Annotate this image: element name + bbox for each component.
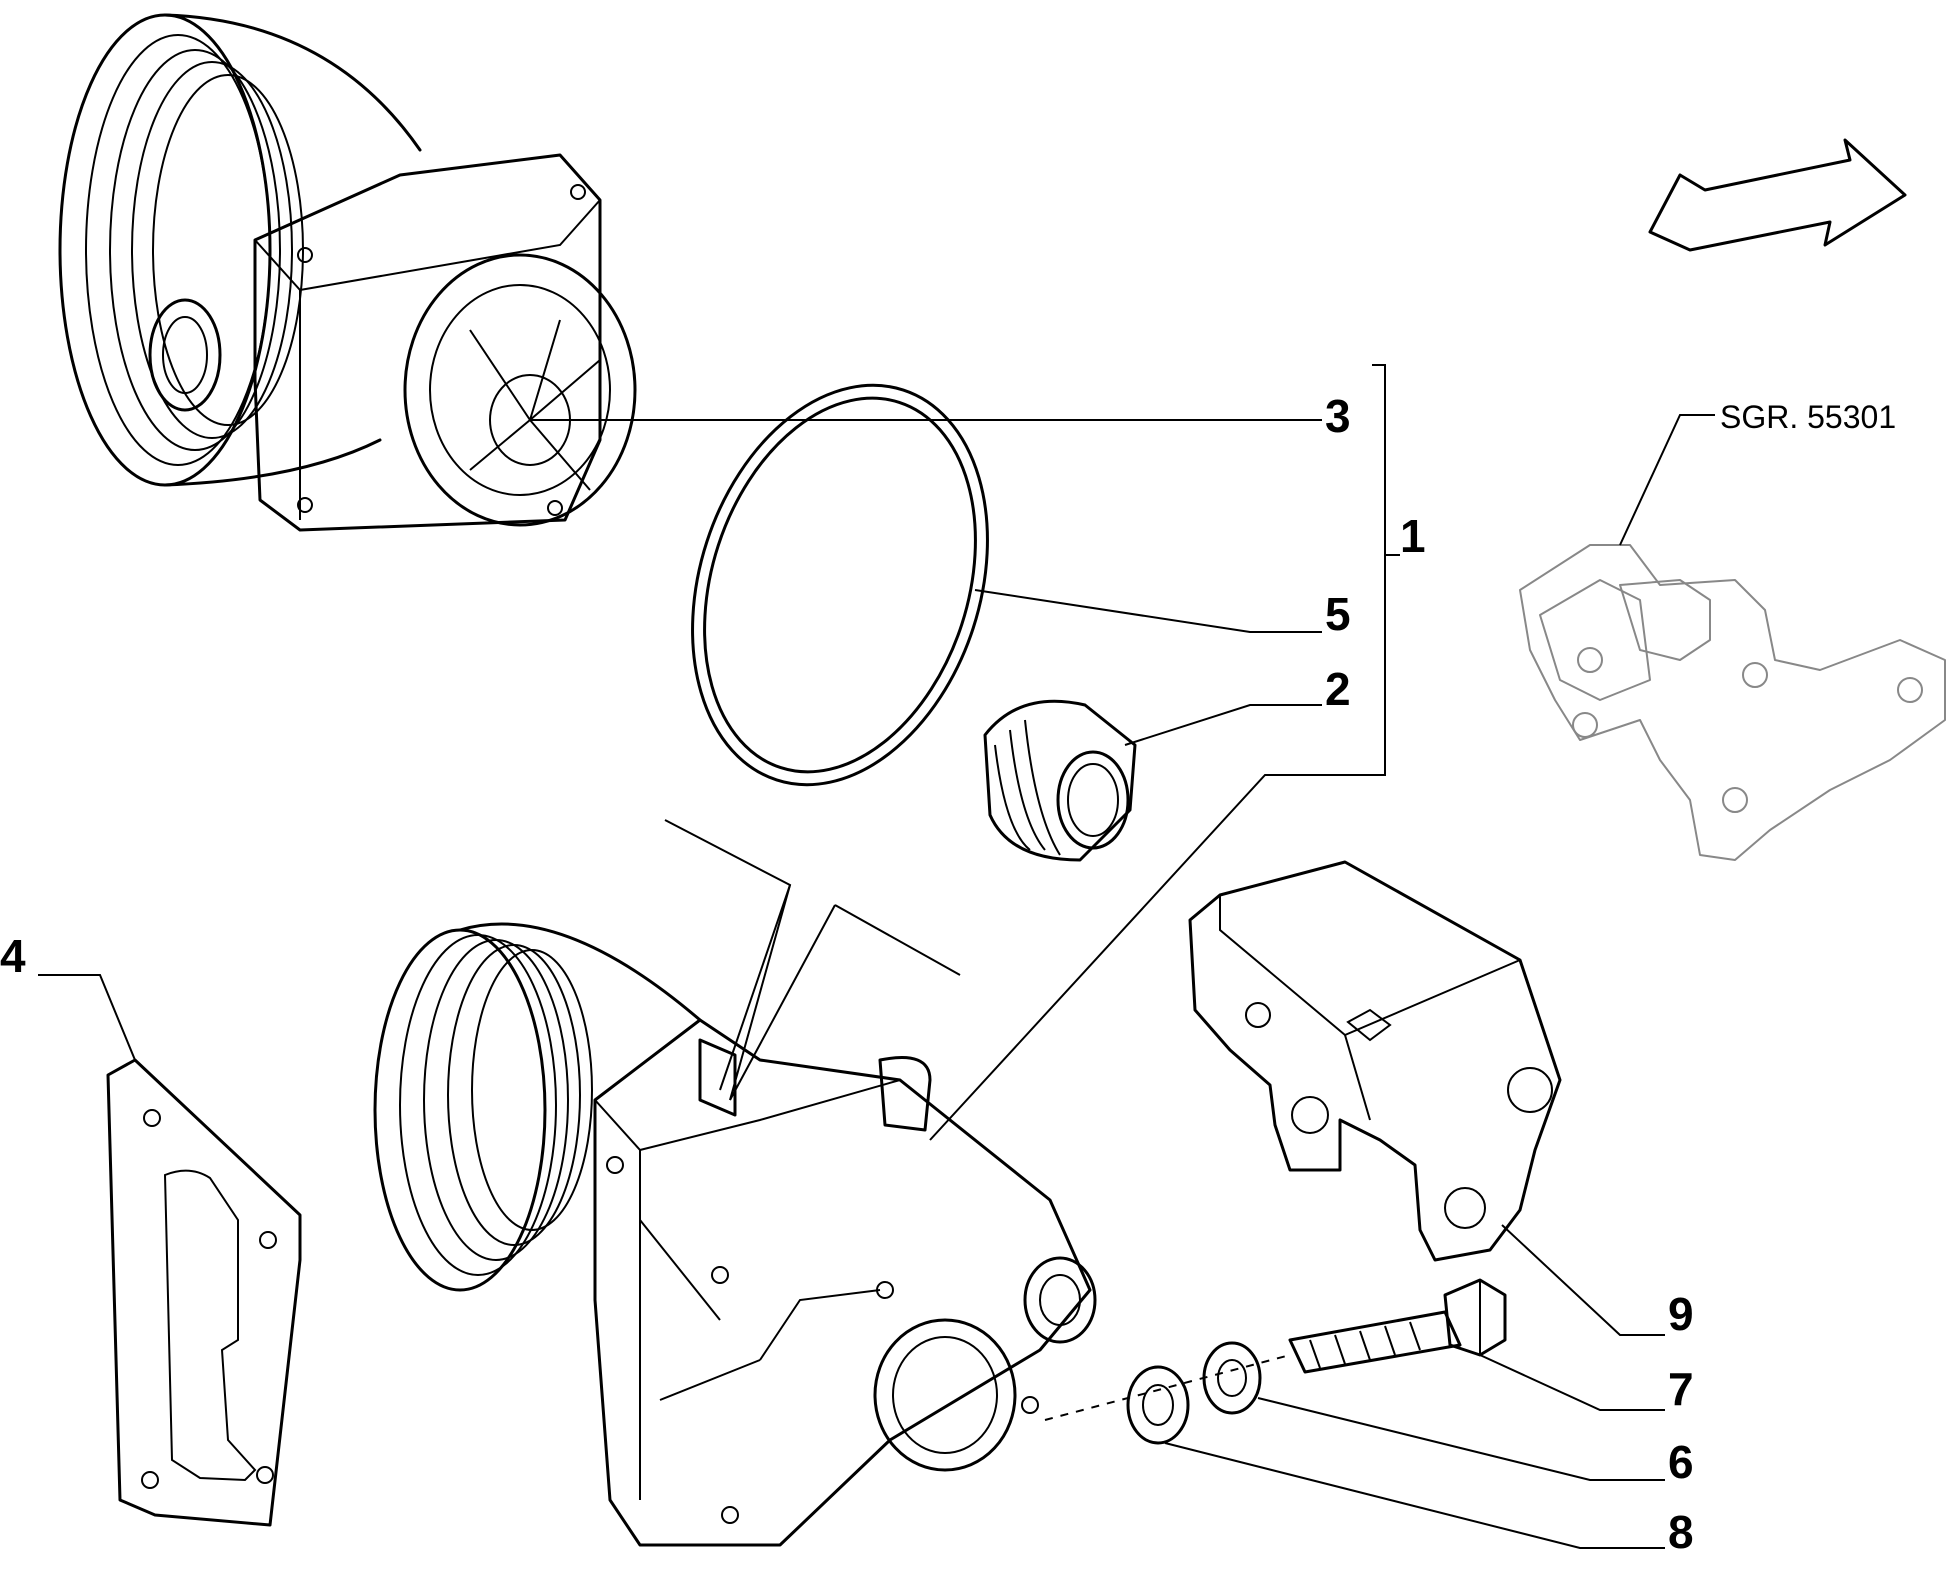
callout-8: 8 <box>1668 1506 1694 1558</box>
threaded-fitting <box>983 699 1137 862</box>
callout-3: 3 <box>1325 390 1351 442</box>
pump-gasket <box>106 1058 302 1527</box>
spacer-washer <box>1126 1365 1190 1445</box>
callout-1: 1 <box>1400 510 1426 562</box>
direction-arrow-icon <box>1648 138 1907 252</box>
callout-5: 5 <box>1325 588 1351 640</box>
fastener-axis <box>1044 1354 1291 1421</box>
mounting-bracket <box>1188 860 1562 1262</box>
leader-lines <box>38 364 1715 1549</box>
detail-pointer <box>664 819 961 1101</box>
callout-7: 7 <box>1668 1363 1694 1415</box>
hex-bolt <box>1288 1278 1507 1374</box>
callout-9: 9 <box>1668 1288 1694 1340</box>
reference-bracket <box>1519 544 1946 861</box>
water-pump-assembly <box>373 922 1097 1547</box>
callout-4: 4 <box>0 930 26 982</box>
callout-2: 2 <box>1325 663 1351 715</box>
callout-6: 6 <box>1668 1436 1694 1488</box>
o-ring-seal <box>691 383 989 787</box>
water-pump-top <box>58 13 637 532</box>
flat-washer <box>1202 1341 1262 1415</box>
reference-label: SGR. 55301 <box>1720 399 1896 435</box>
